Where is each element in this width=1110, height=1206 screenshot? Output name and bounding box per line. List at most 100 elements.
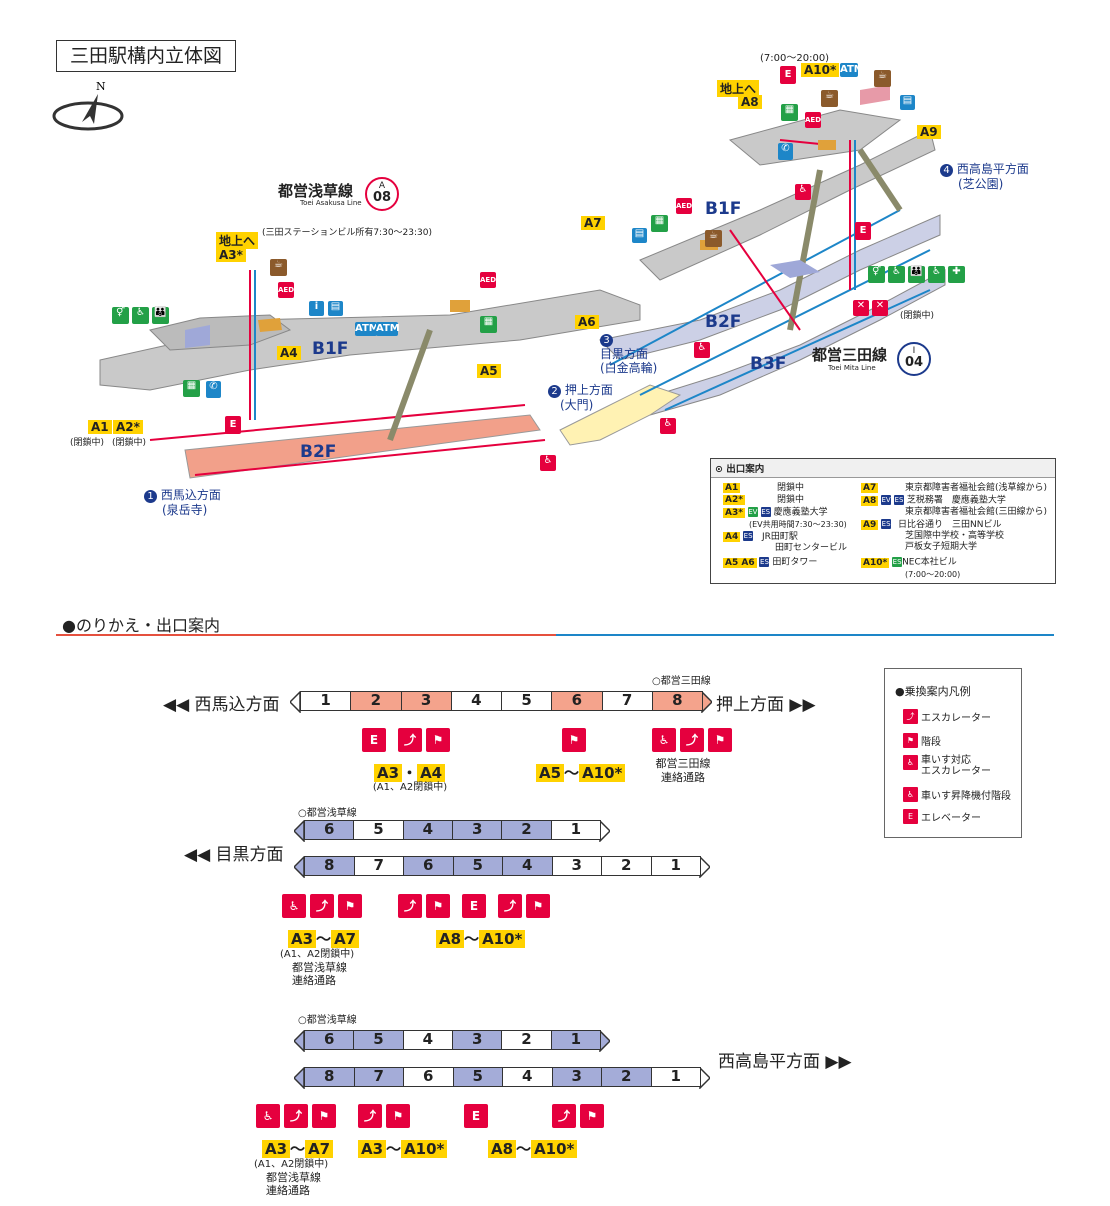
- mita-line-en: Toei Mita Line: [828, 364, 876, 372]
- platform1-line-label: ○都営三田線: [652, 676, 711, 687]
- direction-2-sub: (大門): [560, 398, 594, 412]
- stairs-icon: ⚑: [386, 1104, 410, 1128]
- floor-b2f-left: B2F: [300, 442, 337, 462]
- exit-note-passage: 連絡通路: [292, 974, 336, 987]
- exit-a5-tag: A5: [477, 364, 501, 378]
- stairs-icon: ⚑: [338, 894, 362, 918]
- direction-2-label: 押上方面: [564, 383, 613, 397]
- elevator-icon: E: [464, 1104, 488, 1128]
- exit-a9-tag: A9: [917, 125, 941, 139]
- exit-legend-text: 閉鎖中: [777, 495, 805, 505]
- mita-badge-letter: I: [912, 346, 916, 356]
- exit-legend-sub: (EV共用時間7:30～23:30): [749, 519, 847, 529]
- shop-icon: ☕: [874, 70, 891, 87]
- exit-a10-tag: A10*: [801, 63, 840, 77]
- exit-a1-tag: A1: [88, 420, 112, 434]
- exit-note-line: 都営浅草線: [266, 1171, 321, 1184]
- train-car-4: 4: [402, 820, 453, 840]
- train-car-1: 1: [550, 1030, 601, 1050]
- direction-3-label: 目黒方面: [600, 347, 649, 361]
- platform1-mita-note: 都営三田線 連絡通路: [648, 757, 718, 785]
- train-car-6: 6: [403, 856, 454, 876]
- exit-guide-header: ⊙ 出口案内: [711, 459, 1055, 478]
- elevator-icon: E: [903, 809, 918, 824]
- wheelchair-escalator-icon: ♿: [652, 728, 676, 752]
- exit-tag-a7: A7: [305, 1140, 334, 1158]
- train-car-4: 4: [402, 1030, 453, 1050]
- train-car-3: 3: [452, 820, 503, 840]
- baby-icon: ✚: [948, 266, 965, 283]
- es-icon: ES: [892, 557, 903, 567]
- exit-tag-a8: A8: [488, 1140, 517, 1158]
- ticket-icon: ▤: [632, 228, 647, 243]
- exit-tag-a10: A10*: [531, 1140, 578, 1158]
- train-car-4: 4: [502, 856, 553, 876]
- elevator-icon: E: [462, 894, 486, 918]
- platform2-exit-note: (A1、A2閉鎖中) 都営浅草線 連絡通路: [280, 948, 376, 987]
- exit-legend-sub: 芝国際中学校・高等学校: [905, 530, 1005, 541]
- legend-label-line2: エスカレーター: [921, 766, 991, 777]
- escalator-icon: ⤴: [398, 728, 422, 752]
- direction-1-num: 1: [144, 490, 157, 503]
- exit-legend-tag: A2*: [723, 495, 745, 505]
- exit-legend-tag: A10*: [861, 557, 890, 568]
- exit-sep: ～: [290, 1140, 306, 1158]
- exit-a2-tag: A2*: [113, 420, 143, 434]
- ticket-icon: ▤: [900, 95, 915, 110]
- train-nose-right: [699, 856, 710, 878]
- info-icon: i: [309, 301, 324, 316]
- transfer-legend-title: ●乗換案内凡例: [895, 685, 971, 698]
- legend-label-line1: 車いす対応: [921, 755, 971, 766]
- asakusa-line-en: Toei Asakusa Line: [300, 199, 362, 207]
- exit-a2-closed: (閉鎖中): [112, 438, 147, 448]
- exit-legend-tag: A9: [861, 519, 879, 530]
- exit-legend-text: 日比谷通り 三田NNビル: [897, 519, 1002, 530]
- train-nose-right: [599, 820, 610, 842]
- exit-sep: ～: [386, 1140, 402, 1158]
- stairs-icon: ⚑: [426, 728, 450, 752]
- elevator-icon: E: [780, 66, 796, 84]
- platform1-right-dest: 押上方面 ▶▶: [716, 695, 816, 715]
- escalator-icon: ⤴: [680, 728, 704, 752]
- direction-4-sub: (芝公園): [958, 177, 1004, 191]
- closed-right: (閉鎖中): [900, 311, 935, 321]
- platform3-line-label: ○都営浅草線: [298, 1015, 357, 1026]
- atm-icon: ATM: [840, 63, 864, 77]
- wheelchair-lift-icon: ♿: [903, 787, 918, 802]
- aed-icon: AED: [676, 198, 692, 214]
- exit-legend-tag: A3*: [723, 507, 745, 518]
- es-icon: ES: [881, 519, 892, 529]
- legend-stairs: ⚑階段: [903, 733, 1013, 748]
- train-car-6: 6: [304, 1030, 355, 1050]
- train-car-8: 8: [304, 856, 355, 876]
- shop-icon: ☕: [821, 90, 838, 107]
- exit-legend-text: 田町タワー: [772, 557, 818, 568]
- direction-2: 2 押上方面 (大門): [548, 383, 613, 412]
- train-nose-left: [294, 1030, 305, 1052]
- train-car-5: 5: [353, 1030, 404, 1050]
- train-nose-left: [294, 856, 305, 878]
- mita-transfer-passage: 連絡通路: [661, 771, 705, 784]
- platform1-left-dest: ◀◀ 西馬込方面: [163, 695, 280, 715]
- wheelchair-escalator-icon: ♿: [540, 455, 556, 471]
- exit-guide-title: 出口案内: [726, 464, 765, 475]
- direction-3: 3 目黒方面 (白金高輪): [600, 332, 657, 375]
- train-car-2: 2: [601, 856, 652, 876]
- restroom-icon: ⚥: [112, 307, 129, 324]
- exit-sep: ～: [464, 930, 480, 948]
- exit-note-closed: (A1、A2閉鎖中): [254, 1159, 329, 1170]
- mita-badge-num: 04: [904, 355, 924, 370]
- exit-tag-a10: A10*: [579, 764, 626, 782]
- wheelchair-escalator-icon: ♿: [795, 184, 811, 200]
- platform3-dest: 西高島平方面 ▶▶: [718, 1052, 852, 1072]
- exit-legend-sub: 東京都障害者福祉会館(三田線から): [905, 506, 1048, 517]
- legend-wheelchair-escalator: ♿車いす対応エスカレーター: [903, 755, 1013, 779]
- exit-a6-tag: A6: [575, 315, 599, 329]
- legend-label: エスカレーター: [921, 713, 991, 724]
- exit-legend-sub: 田町センタービル: [775, 542, 848, 553]
- direction-3-num: 3: [600, 334, 613, 347]
- compass-icon: N: [52, 80, 124, 131]
